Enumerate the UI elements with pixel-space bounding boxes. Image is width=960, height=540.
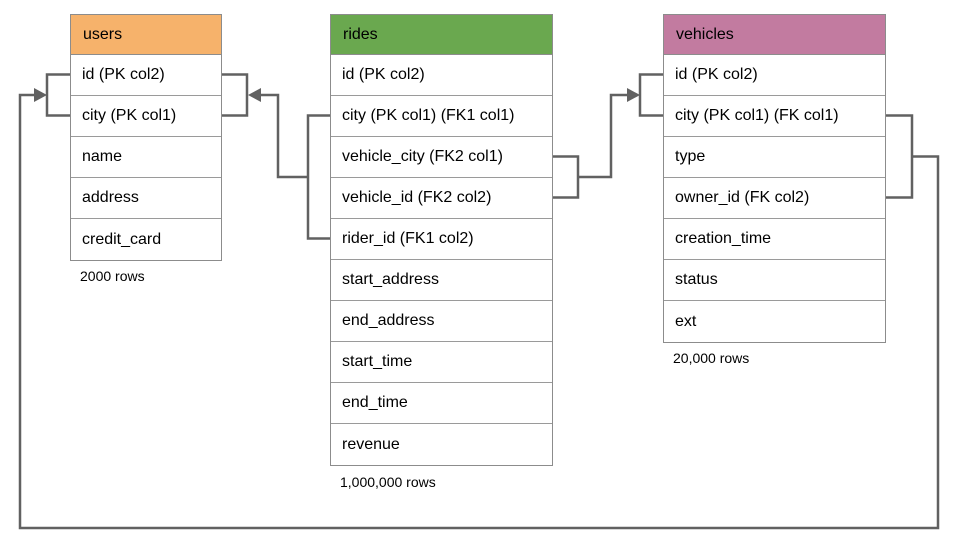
- table-row: address: [71, 178, 221, 219]
- table-row: status: [664, 260, 885, 301]
- table-vehicles: vehicles id (PK col2) city (PK col1) (FK…: [663, 14, 886, 343]
- table-row: end_address: [331, 301, 552, 342]
- table-row: start_time: [331, 342, 552, 383]
- fk1-elbow-line: [259, 93, 308, 179]
- table-row: id (PK col2): [71, 55, 221, 96]
- fk2-elbow-line: [578, 93, 629, 179]
- table-row: credit_card: [71, 219, 221, 260]
- fk2-arrowhead-icon: [627, 88, 640, 102]
- table-row: id (PK col2): [664, 55, 885, 96]
- rides-right-bracket: [553, 155, 580, 199]
- fk2-rides-to-vehicles-connector: [553, 73, 663, 199]
- vehicles-left-bracket: [638, 73, 663, 117]
- table-vehicles-header: vehicles: [664, 15, 885, 55]
- table-users-header: users: [71, 15, 221, 55]
- table-rides-rowcount: 1,000,000 rows: [340, 474, 436, 490]
- table-row: vehicle_id (FK2 col2): [331, 178, 552, 219]
- table-row: city (PK col1) (FK1 col1): [331, 96, 552, 137]
- table-row: type: [664, 137, 885, 178]
- table-row: owner_id (FK col2): [664, 178, 885, 219]
- table-row: end_time: [331, 383, 552, 424]
- users-left-bracket: [45, 73, 70, 117]
- table-rides-header: rides: [331, 15, 552, 55]
- table-row: start_address: [331, 260, 552, 301]
- table-row: rider_id (FK1 col2): [331, 219, 552, 260]
- table-users: users id (PK col2) city (PK col1) name a…: [70, 14, 222, 261]
- rides-left-bracket: [306, 114, 330, 240]
- table-row: city (PK col1): [71, 96, 221, 137]
- fk-loop-arrowhead-icon: [34, 88, 47, 102]
- table-vehicles-rowcount: 20,000 rows: [673, 350, 750, 366]
- table-row: name: [71, 137, 221, 178]
- table-row: id (PK col2): [331, 55, 552, 96]
- table-rides: rides id (PK col2) city (PK col1) (FK1 c…: [330, 14, 553, 466]
- vehicles-right-bracket: [886, 114, 914, 199]
- table-row: ext: [664, 301, 885, 342]
- table-users-rowcount: 2000 rows: [80, 268, 145, 284]
- fk1-arrowhead-icon: [248, 88, 261, 102]
- users-right-bracket: [222, 73, 249, 117]
- fk1-rides-to-users-connector: [222, 73, 330, 240]
- table-row: city (PK col1) (FK col1): [664, 96, 885, 137]
- table-row: revenue: [331, 424, 552, 465]
- table-row: vehicle_city (FK2 col1): [331, 137, 552, 178]
- table-row: creation_time: [664, 219, 885, 260]
